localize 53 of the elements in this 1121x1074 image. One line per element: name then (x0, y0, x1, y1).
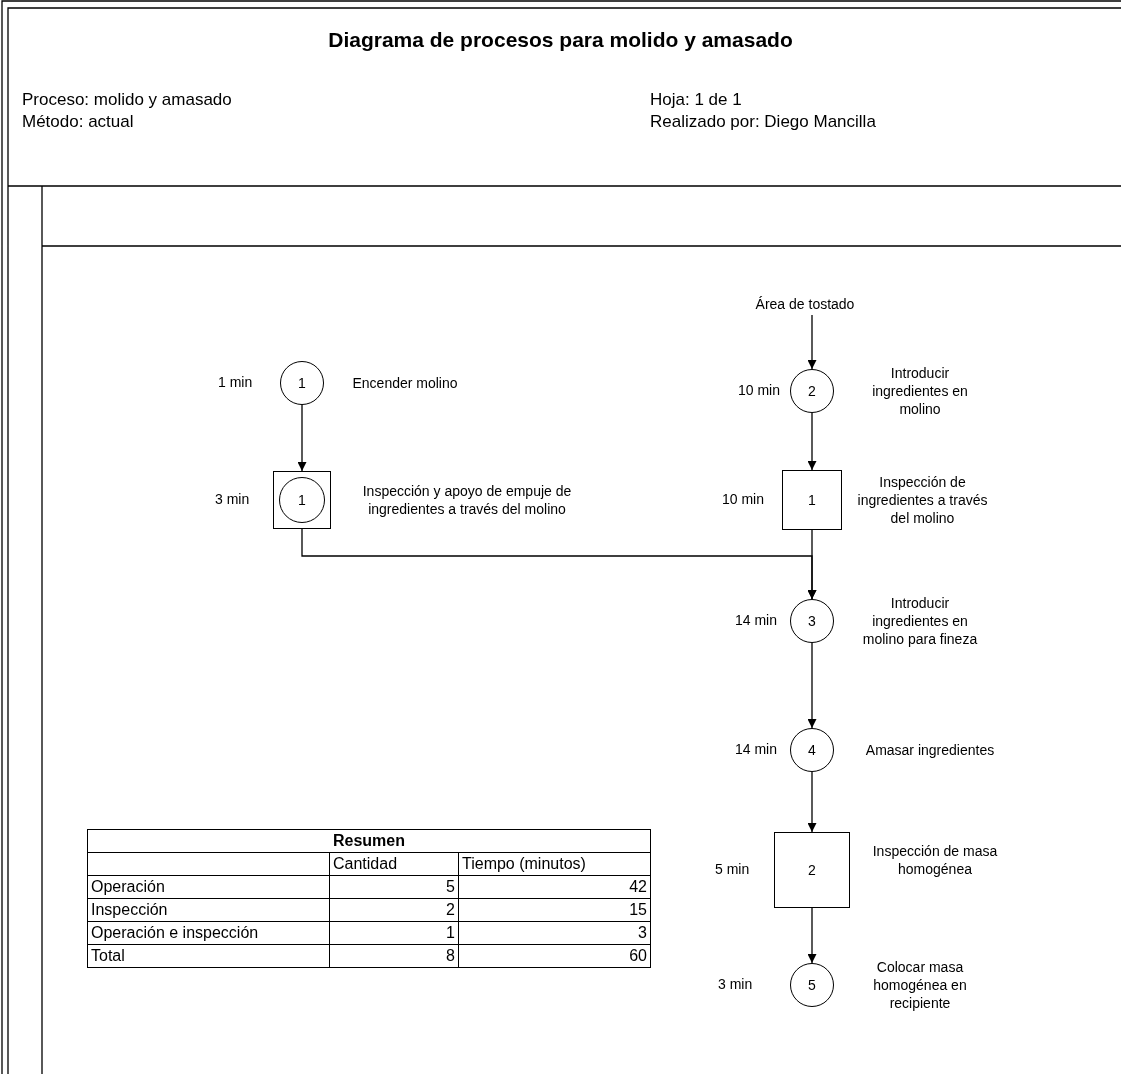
table-cell: 42 (458, 875, 651, 899)
header-field: Proceso: molido y amasado (22, 90, 232, 110)
operation-circle: 1 (280, 361, 324, 405)
arrow (807, 642, 817, 729)
step-description: Encender molino (351, 374, 459, 392)
combined-activity-symbol (273, 471, 331, 529)
step-description: Colocar masa homogénea en recipiente (872, 958, 968, 1012)
time-label: 10 min (738, 382, 781, 398)
time-label: 5 min (715, 861, 750, 877)
operation-circle: 3 (790, 599, 834, 643)
arrow (297, 404, 307, 472)
time-label: 10 min (722, 491, 765, 507)
table-cell: 15 (458, 898, 651, 922)
step-description: Inspección de ingredientes a través del molino (856, 473, 989, 527)
step-description: Introducir ingredientes en molino (871, 364, 969, 418)
arrow (301, 528, 817, 600)
row-header: Inspección (87, 898, 330, 922)
column-header: Tiempo (minutos) (458, 852, 651, 876)
arrow (807, 771, 817, 833)
row-header: Operación e inspección (87, 921, 330, 945)
column-header: Cantidad (329, 852, 459, 876)
inspection-square: 2 (774, 832, 850, 908)
row-header: Operación (87, 875, 330, 899)
time-label: 3 min (718, 976, 753, 992)
header-field: Hoja: 1 de 1 (650, 90, 742, 110)
time-label: 3 min (215, 491, 250, 507)
arrow (807, 314, 817, 370)
arrow (807, 907, 817, 964)
table-cell: 3 (458, 921, 651, 945)
step-description: Inspección y apoyo de empuje de ingredientes a través del molino (361, 482, 573, 518)
row-header: Total (87, 944, 330, 968)
source-label: Área de tostado (725, 296, 885, 312)
table-title: Resumen (87, 829, 651, 853)
operation-circle: 2 (790, 369, 834, 413)
step-description: Inspección de masa homogénea (871, 842, 999, 878)
table-cell: 2 (329, 898, 459, 922)
step-description: Amasar ingredientes (864, 741, 996, 759)
operation-circle: 1 (279, 477, 325, 523)
operation-circle: 4 (790, 728, 834, 772)
table-cell: 1 (329, 921, 459, 945)
table-cell: 5 (329, 875, 459, 899)
operation-circle: 5 (790, 963, 834, 1007)
step-description: Introducir ingredientes en molino para fineza (861, 594, 979, 648)
table-cell: 60 (458, 944, 651, 968)
time-label: 14 min (735, 741, 778, 757)
diagram-title: Diagrama de procesos para molido y amasado (327, 28, 794, 52)
table-cell: 8 (329, 944, 459, 968)
header-field: Método: actual (22, 112, 134, 132)
time-label: 1 min (218, 374, 253, 390)
header-field: Realizado por: Diego Mancilla (650, 112, 876, 132)
inspection-square: 1 (782, 470, 842, 530)
time-label: 14 min (735, 612, 778, 628)
arrow (807, 412, 817, 471)
